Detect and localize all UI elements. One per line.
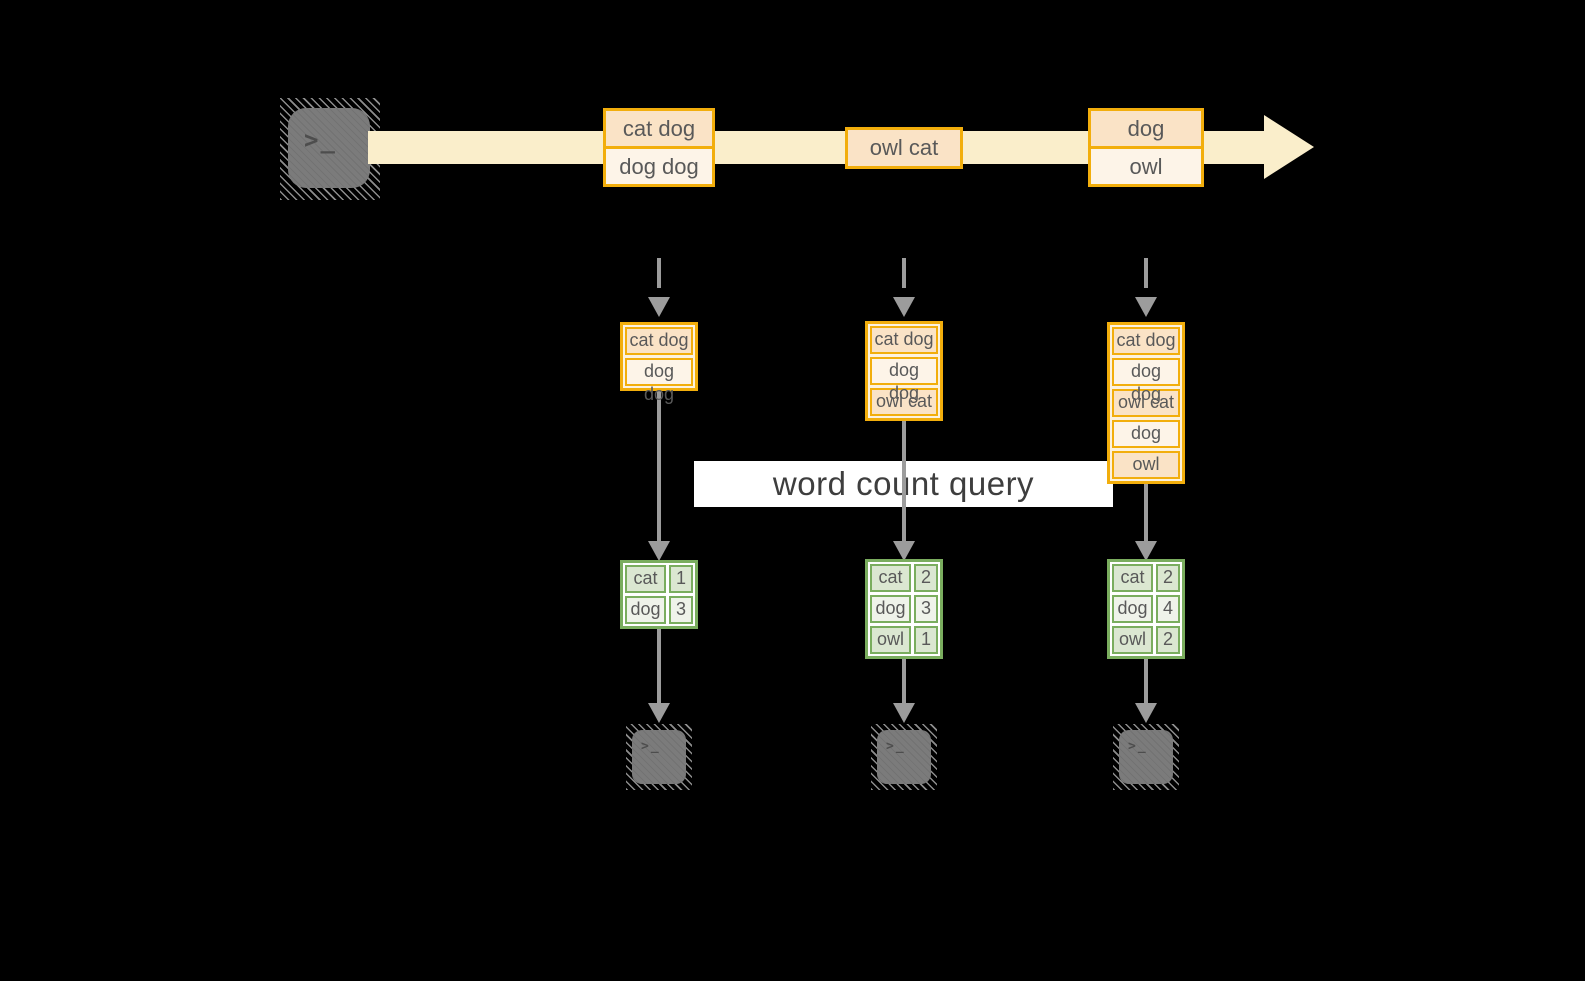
count-cell: 2 bbox=[1156, 626, 1180, 654]
table-row: cat 2 bbox=[870, 564, 938, 592]
word-cell: dog bbox=[1112, 595, 1153, 623]
record-line: dog bbox=[1091, 111, 1201, 146]
word-cell: owl bbox=[870, 626, 911, 654]
count-cell: 2 bbox=[1156, 564, 1180, 592]
stream-arrowhead-icon bbox=[1264, 115, 1314, 179]
buffer-row: dog bbox=[1112, 420, 1180, 448]
result-table-1: cat 1 dog 3 bbox=[620, 560, 698, 629]
ingest-dash-1 bbox=[657, 258, 661, 288]
buffer-row: dog dog bbox=[625, 358, 693, 404]
emit-arrowhead-icon bbox=[648, 703, 670, 723]
query-arrow-1 bbox=[657, 391, 661, 541]
record-line: owl cat bbox=[848, 130, 960, 166]
record-line: dog dog bbox=[606, 146, 712, 184]
word-cell: owl bbox=[1112, 626, 1153, 654]
word-cell: cat bbox=[1112, 564, 1153, 592]
count-cell: 4 bbox=[1156, 595, 1180, 623]
terminal-screen: >_ bbox=[288, 108, 370, 188]
word-cell: dog bbox=[870, 595, 911, 623]
source-terminal-icon: >_ bbox=[280, 98, 380, 200]
record-line: owl bbox=[1091, 146, 1201, 184]
query-arrow-3 bbox=[1144, 484, 1148, 541]
count-cell: 3 bbox=[669, 596, 693, 624]
emit-arrow-2 bbox=[902, 659, 906, 703]
buffer-row: owl bbox=[1112, 451, 1180, 479]
window-buffer-2: cat dog dog dog owl cat bbox=[865, 321, 943, 421]
sink-terminal-icon-2: >_ bbox=[871, 724, 937, 790]
word-cell: dog bbox=[625, 596, 666, 624]
terminal-screen: >_ bbox=[1119, 730, 1173, 784]
count-cell: 2 bbox=[914, 564, 938, 592]
record-line: cat dog bbox=[606, 111, 712, 146]
table-row: cat 1 bbox=[625, 565, 693, 593]
result-table-2: cat 2 dog 3 owl 1 bbox=[865, 559, 943, 659]
sink-terminal-icon-3: >_ bbox=[1113, 724, 1179, 790]
buffer-row: dog dog bbox=[870, 357, 938, 403]
buffer-row: owl cat bbox=[1112, 389, 1180, 417]
window-buffer-1: cat dog dog dog bbox=[620, 322, 698, 404]
count-cell: 1 bbox=[669, 565, 693, 593]
terminal-prompt-icon: >_ bbox=[641, 739, 661, 754]
emit-arrowhead-icon bbox=[1135, 703, 1157, 723]
word-cell: cat bbox=[870, 564, 911, 592]
table-row: cat 2 bbox=[1112, 564, 1180, 592]
buffer-row: owl cat bbox=[870, 388, 938, 416]
terminal-prompt-icon: >_ bbox=[886, 739, 906, 754]
ingest-dash-2 bbox=[902, 258, 906, 288]
stream-record-1: cat dog dog dog bbox=[603, 108, 715, 187]
sink-terminal-icon-1: >_ bbox=[626, 724, 692, 790]
emit-arrowhead-icon bbox=[893, 703, 915, 723]
stream-record-3: dog owl bbox=[1088, 108, 1204, 187]
terminal-prompt-icon: >_ bbox=[304, 126, 337, 154]
buffer-row: cat dog bbox=[1112, 327, 1180, 355]
terminal-prompt-icon: >_ bbox=[1128, 739, 1148, 754]
table-row: dog 3 bbox=[625, 596, 693, 624]
word-cell: cat bbox=[625, 565, 666, 593]
ingest-arrowhead-icon bbox=[893, 297, 915, 317]
table-row: owl 2 bbox=[1112, 626, 1180, 654]
table-row: dog 3 bbox=[870, 595, 938, 623]
ingest-arrowhead-icon bbox=[648, 297, 670, 317]
query-arrow-2 bbox=[902, 421, 906, 541]
buffer-row: cat dog bbox=[870, 326, 938, 354]
window-buffer-3: cat dog dog dog owl cat dog owl bbox=[1107, 322, 1185, 484]
emit-arrow-3 bbox=[1144, 659, 1148, 703]
emit-arrow-1 bbox=[657, 629, 661, 703]
ingest-dash-3 bbox=[1144, 258, 1148, 288]
terminal-screen: >_ bbox=[877, 730, 931, 784]
table-row: dog 4 bbox=[1112, 595, 1180, 623]
count-cell: 1 bbox=[914, 626, 938, 654]
ingest-arrowhead-icon bbox=[1135, 297, 1157, 317]
table-row: owl 1 bbox=[870, 626, 938, 654]
stream-record-2: owl cat bbox=[845, 127, 963, 169]
terminal-screen: >_ bbox=[632, 730, 686, 784]
query-arrowhead-icon bbox=[648, 541, 670, 561]
count-cell: 3 bbox=[914, 595, 938, 623]
query-arrowhead-icon bbox=[893, 541, 915, 561]
buffer-row: cat dog bbox=[625, 327, 693, 355]
buffer-row: dog dog bbox=[1112, 358, 1180, 404]
query-arrowhead-icon bbox=[1135, 541, 1157, 561]
result-table-3: cat 2 dog 4 owl 2 bbox=[1107, 559, 1185, 659]
